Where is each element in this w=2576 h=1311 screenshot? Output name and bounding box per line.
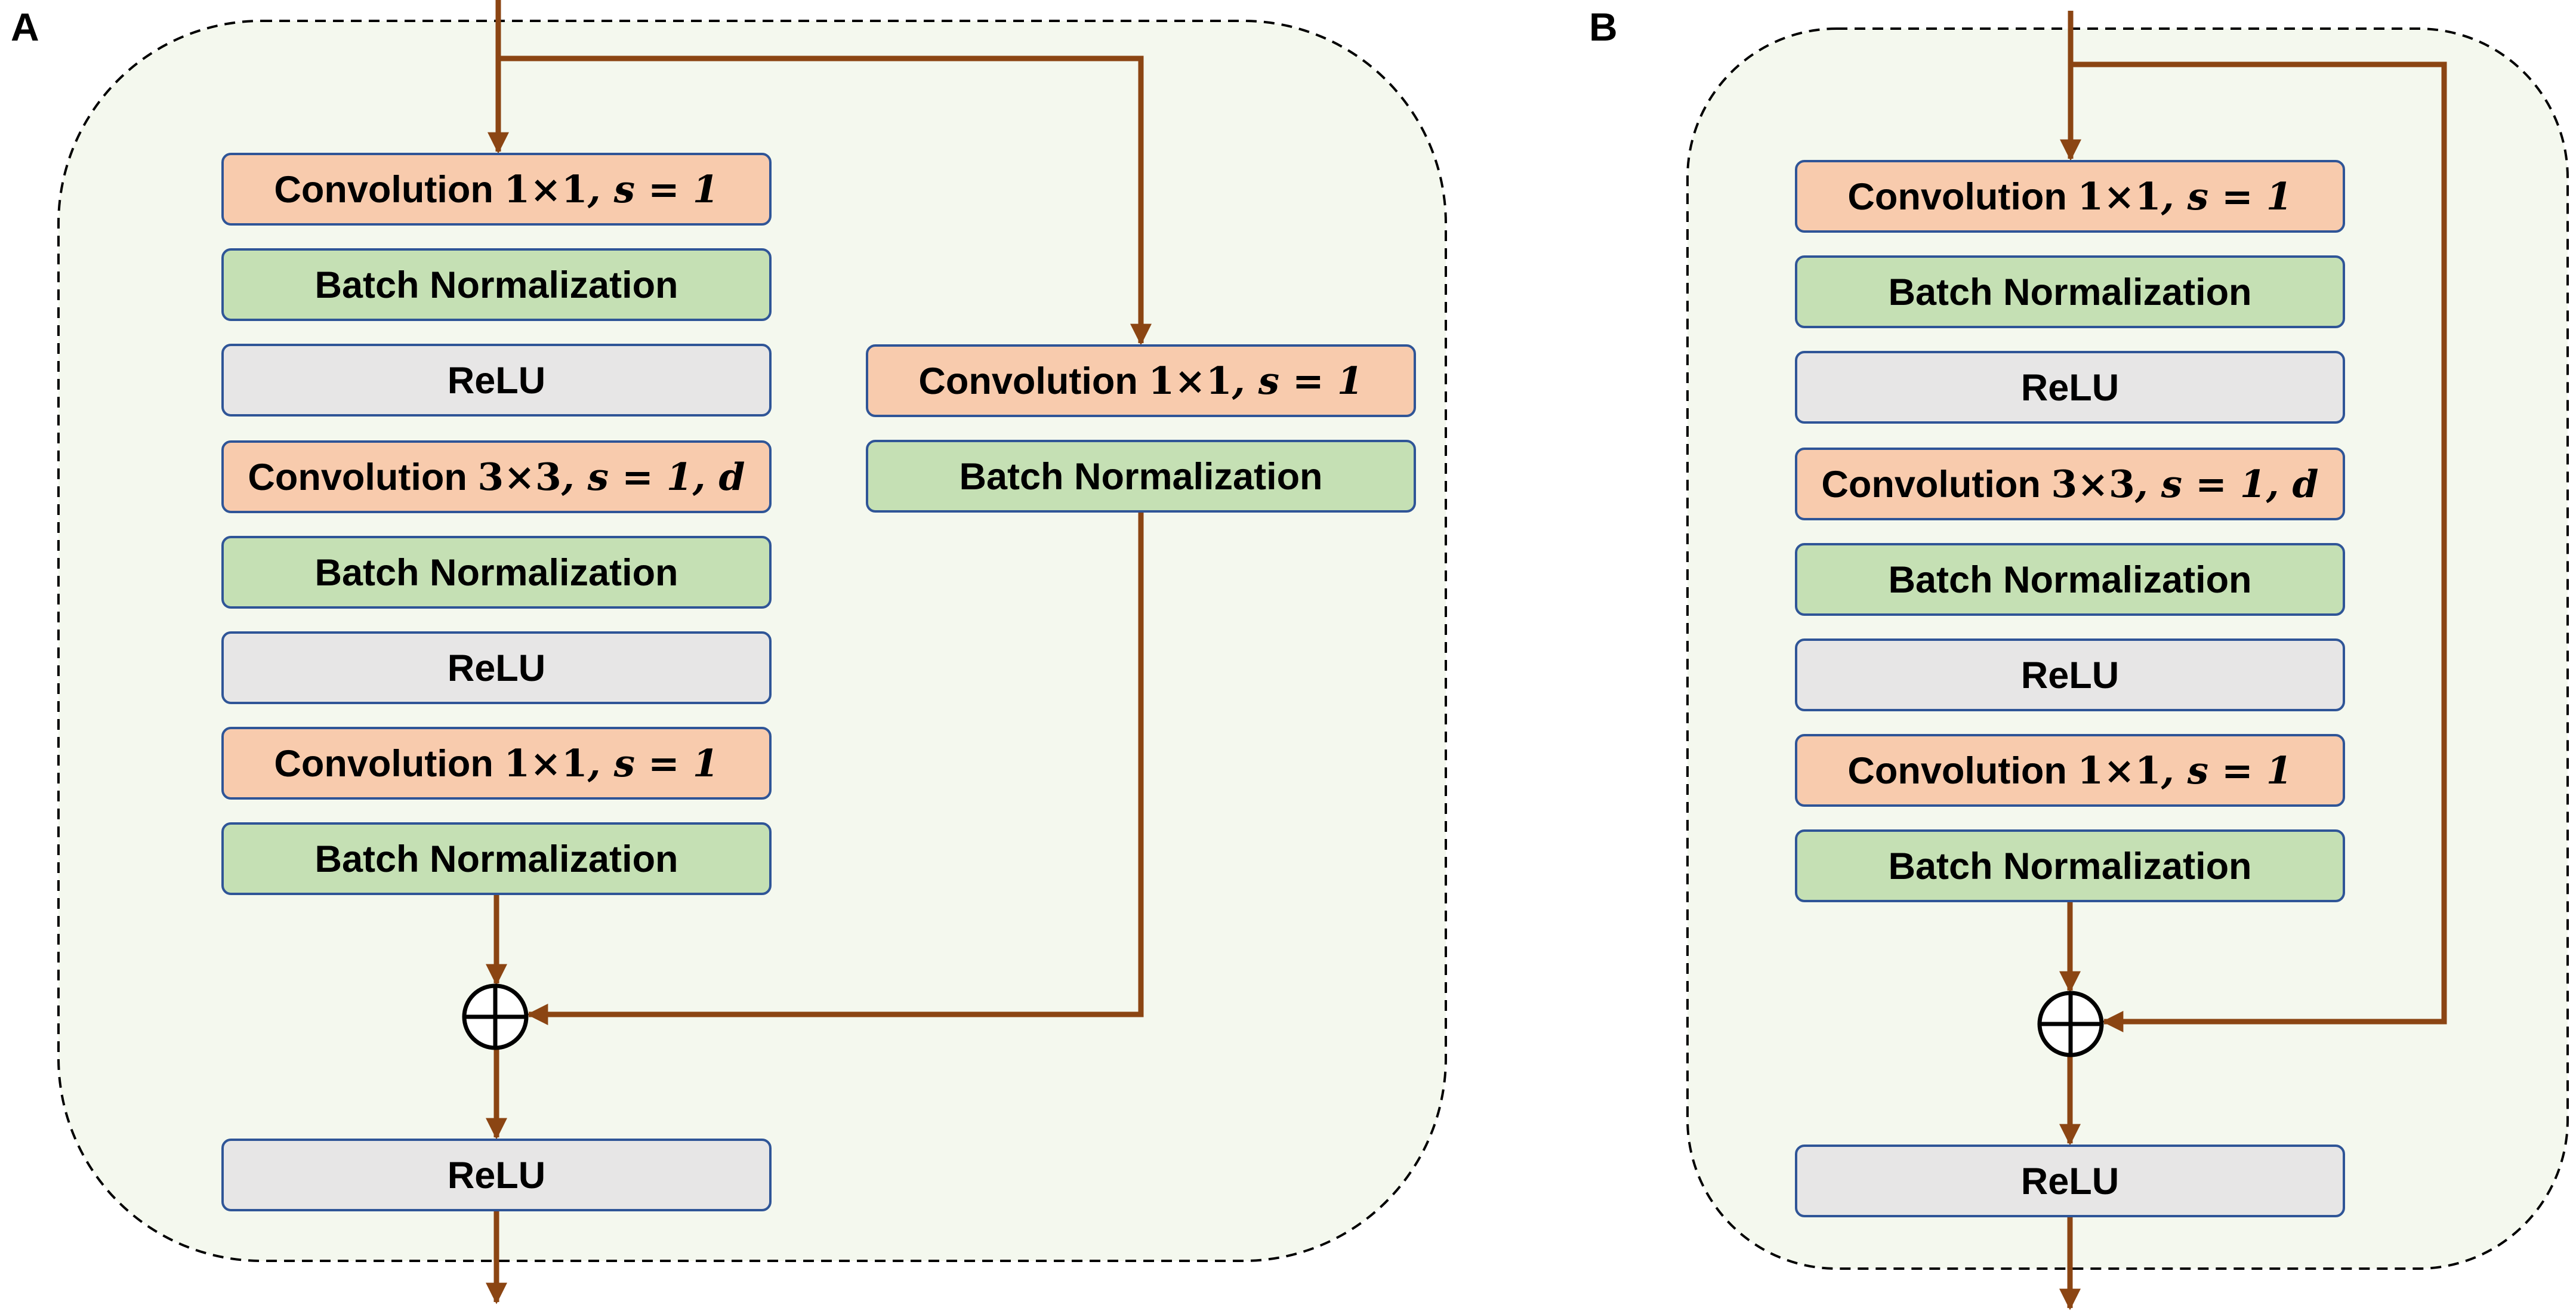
panel-a-main-4-label: Convolution 3×3, s = 1, d — [248, 455, 745, 499]
panel-a-main-8-box — [221, 822, 772, 895]
panel-b-main-1-box — [1795, 160, 2345, 233]
panel-a-main-3-label: ReLU — [448, 360, 546, 402]
panel-a-shortcut-1-label: Convolution 1×1, s = 1 — [918, 359, 1363, 403]
panel-b-main-7-box — [1795, 734, 2345, 807]
panel-a-main-8-label: Batch Normalization — [314, 838, 678, 880]
panel-b-letter: B — [1589, 5, 1618, 49]
panel-a-main-2-label: Batch Normalization — [314, 264, 678, 306]
panel-a-main-7-label: Convolution 1×1, s = 1 — [274, 741, 718, 785]
panel-b-main-5-label: Batch Normalization — [1888, 559, 2251, 601]
panel-b-main-7-label: Convolution 1×1, s = 1 — [1847, 748, 2292, 792]
panel-b-main-5-box — [1795, 543, 2345, 616]
panel-a-main-1-label: Convolution 1×1, s = 1 — [274, 167, 718, 211]
panel-a-main-2-box — [221, 248, 772, 321]
panel-b-main-2-label: Batch Normalization — [1888, 272, 2251, 313]
panel-b-main-3-box — [1795, 351, 2345, 424]
panel-b-output-label: ReLU — [2021, 1161, 2120, 1202]
panel-b-main-6-box — [1795, 638, 2345, 711]
panel-a-main-6-box — [221, 631, 772, 704]
panel-a-shortcut-2-box — [866, 440, 1416, 513]
panel-a-main-5-box — [221, 536, 772, 609]
panel-a-output-label: ReLU — [448, 1155, 546, 1196]
panel-a-shortcut-in-arrow — [498, 55, 1152, 346]
panel-b-main-1-label: Convolution 1×1, s = 1 — [1847, 174, 2292, 218]
panel-a-main-4-box — [221, 440, 772, 513]
panel-b-main-8-box — [1795, 829, 2345, 902]
panel-b-identity-arrow — [2071, 61, 2447, 1032]
panel-a-shortcut-2-label: Batch Normalization — [959, 456, 1322, 498]
panel-a-shortcut-out-arrow — [526, 511, 1144, 1025]
panel-b-main-4-label: Convolution 3×3, s = 1, d — [1821, 462, 2318, 506]
panel-a-main-5-label: Batch Normalization — [314, 552, 678, 594]
panel-b-output-box — [1795, 1145, 2345, 1217]
panel-a-letter: A — [11, 5, 39, 49]
panel-b-main-3-label: ReLU — [2021, 367, 2120, 409]
panel-b-main-2-box — [1795, 255, 2345, 328]
panel-b-main-4-box — [1795, 448, 2345, 520]
panel-a-main-7-box — [221, 727, 772, 800]
panel-b-main-8-label: Batch Normalization — [1888, 846, 2251, 887]
panel-a-shortcut-1-box — [866, 344, 1416, 417]
panel-a-output-box — [221, 1139, 772, 1211]
panel-a-main-3-box — [221, 344, 772, 417]
panel-b-main-6-label: ReLU — [2021, 655, 2120, 696]
panel-a-main-6-label: ReLU — [448, 647, 546, 689]
panel-a-main-1-box — [221, 153, 772, 226]
